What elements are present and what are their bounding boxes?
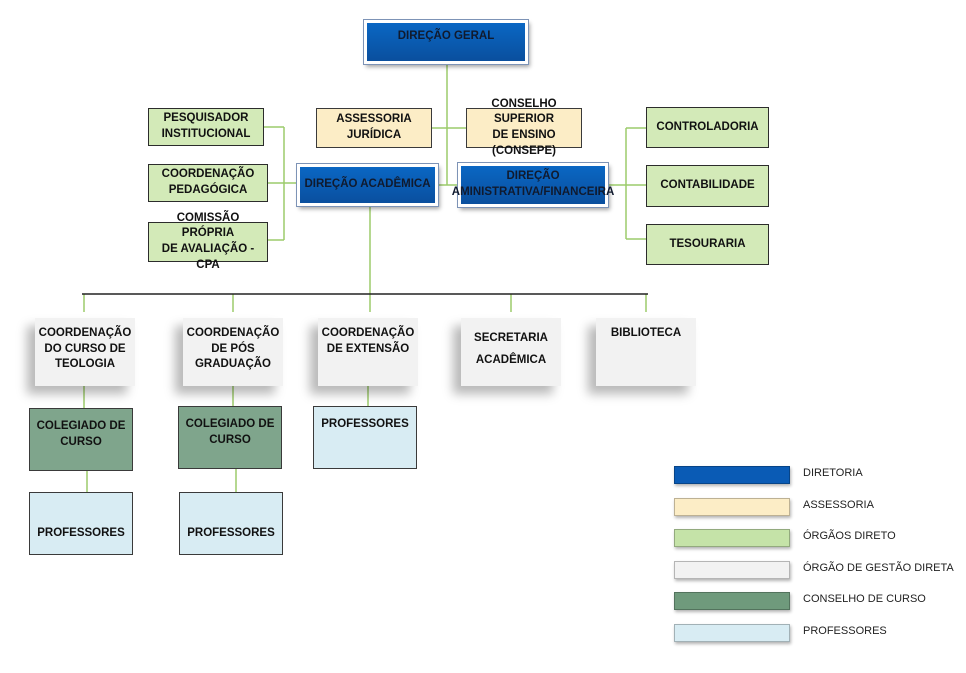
node-professores-2: PROFESSORES	[179, 492, 283, 555]
node-colegiado-curso-1: COLEGIADO DE CURSO	[29, 408, 133, 471]
node-biblioteca: BIBLIOTECA	[596, 318, 696, 386]
node-direcao-administrativa: DIREÇÃO AMINISTRATIVA/FINANCEIRA	[452, 163, 614, 207]
node-coordenacao-teologia: COORDENAÇÃO DO CURSO DE TEOLOGIA	[35, 318, 135, 386]
node-tesouraria: TESOURARIA	[646, 224, 769, 265]
node-cpa: COMISSÃO PRÓPRIA DE AVALIAÇÃO - CPA	[148, 212, 268, 271]
legend-label: DIRETORIA	[803, 467, 863, 479]
legend-label: ASSESSORIA	[803, 498, 874, 511]
node-consepe: CONSELHO SUPERIOR DE ENSINO (CONSEPE)	[466, 98, 582, 157]
legend-label: ÓRGÃOS DIRETO	[803, 530, 896, 542]
node-coordenacao-extensao: COORDENAÇÃO DE EXTENSÃO	[318, 318, 418, 386]
legend-swatch	[674, 623, 790, 642]
node-colegiado-curso-2: COLEGIADO DE CURSO	[178, 406, 282, 469]
legend-swatch	[674, 529, 790, 547]
legend-label: PROFESSORES	[803, 624, 887, 637]
node-direcao-academica: DIREÇÃO ACADÊMICA	[297, 164, 438, 206]
node-assessoria-juridica: ASSESSORIA JURÍDICA	[316, 108, 432, 148]
node-professores-extensao: PROFESSORES	[313, 406, 417, 469]
legend-label: ÓRGÃO DE GESTÃO DIRETA	[803, 561, 954, 574]
legend-label: CONSELHO DE CURSO	[803, 593, 926, 605]
node-direcao-geral: DIREÇÃO GERAL	[364, 20, 528, 64]
legend-swatch	[674, 560, 790, 579]
legend-swatch	[674, 466, 790, 484]
node-pesquisador-institucional: PESQUISADOR INSTITUCIONAL	[148, 108, 264, 146]
node-coordenacao-pedagogica: COORDENAÇÃO PEDAGÓGICA	[148, 164, 268, 202]
legend-swatch	[674, 592, 790, 610]
node-contabilidade: CONTABILIDADE	[646, 165, 769, 207]
node-coordenacao-pos-graduacao: COORDENAÇÃO DE PÓS GRADUAÇÃO	[183, 318, 283, 386]
legend-swatch	[674, 497, 790, 516]
node-professores-1: PROFESSORES	[29, 492, 133, 555]
node-controladoria: CONTROLADORIA	[646, 107, 769, 148]
node-secretaria-academica: SECRETARIA ACADÊMICA	[461, 318, 561, 386]
